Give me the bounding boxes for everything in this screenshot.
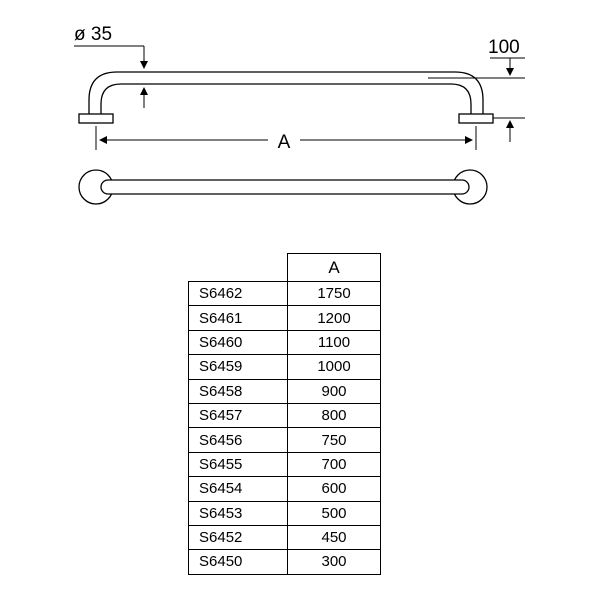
table-header-row: A [188, 253, 381, 282]
code-cell: S6461 [188, 305, 288, 331]
height-dimension [428, 57, 525, 142]
length-label: A [278, 132, 291, 153]
a-cell: 1000 [287, 354, 381, 380]
side-view [78, 71, 494, 124]
diameter-label: ø 35 [74, 24, 112, 45]
diameter-dimension [74, 45, 150, 108]
code-cell: S6455 [188, 451, 288, 478]
a-cell: 1200 [287, 305, 381, 331]
code-cell: S6452 [188, 524, 288, 551]
table-row: S6459 1000 [188, 354, 381, 380]
table-row: S6460 1100 [188, 329, 381, 356]
grab-bar-drawing: ø 35 100 A [74, 24, 525, 205]
code-cell: S6450 [188, 549, 288, 575]
size-table: A S6462 1750 S6461 1200 S6460 1100 S6459… [188, 253, 381, 575]
a-cell: 1100 [287, 329, 381, 356]
a-cell: 900 [287, 378, 381, 404]
a-cell: 300 [287, 549, 381, 575]
table-row: S6453 500 [188, 500, 381, 526]
bar-top-view [100, 179, 470, 195]
table-row: S6456 750 [188, 427, 381, 453]
header-code-cell [188, 253, 288, 282]
code-cell: S6458 [188, 378, 288, 404]
top-view [78, 169, 488, 205]
a-cell: 600 [287, 476, 381, 502]
a-cell: 450 [287, 524, 381, 551]
table-row: S6452 450 [188, 524, 381, 551]
table-row: S6454 600 [188, 476, 381, 502]
code-cell: S6453 [188, 500, 288, 526]
code-cell: S6460 [188, 329, 288, 356]
table-row: S6450 300 [188, 549, 381, 575]
table-row: S6455 700 [188, 451, 381, 478]
code-cell: S6454 [188, 476, 288, 502]
code-cell: S6456 [188, 427, 288, 453]
a-cell: 500 [287, 500, 381, 526]
a-cell: 800 [287, 402, 381, 429]
a-cell: 750 [287, 427, 381, 453]
code-cell: S6459 [188, 354, 288, 380]
table-row: S6462 1750 [188, 280, 381, 307]
a-cell: 700 [287, 451, 381, 478]
left-flange [78, 113, 114, 124]
height-label: 100 [488, 37, 520, 58]
length-dimension [95, 126, 477, 150]
a-cell: 1750 [287, 280, 381, 307]
header-a-cell: A [287, 253, 381, 282]
code-cell: S6462 [188, 280, 288, 307]
table-row: S6457 800 [188, 402, 381, 429]
table-row: S6461 1200 [188, 305, 381, 331]
code-cell: S6457 [188, 402, 288, 429]
table-row: S6458 900 [188, 378, 381, 404]
right-flange [458, 113, 494, 124]
